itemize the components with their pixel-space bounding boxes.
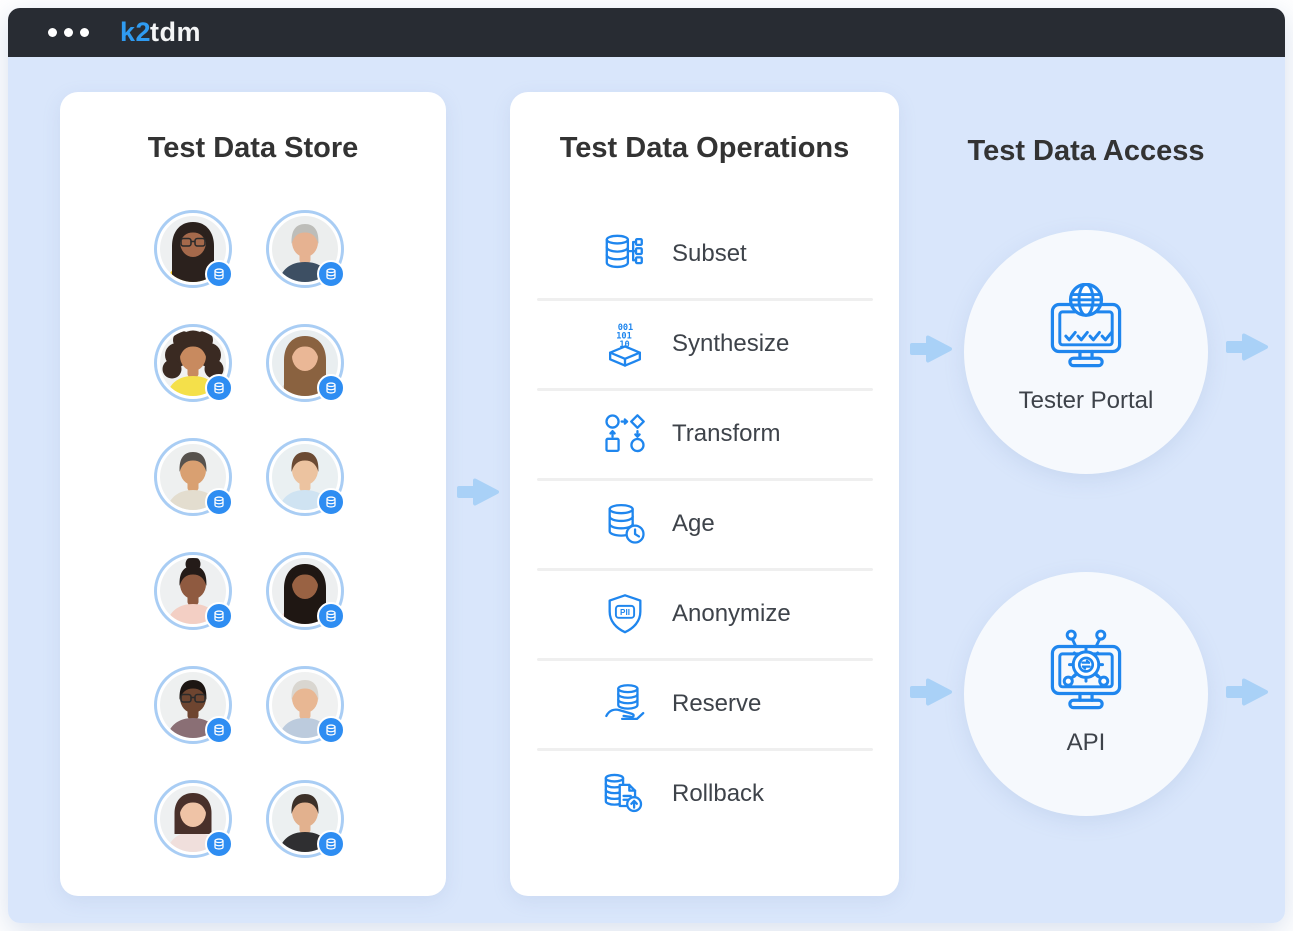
database-badge-icon [317,260,345,288]
dot-icon [48,28,57,37]
database-badge-icon [205,260,233,288]
flow-arrow-api-out [1226,678,1268,706]
person-avatar [154,552,233,630]
age-icon [602,501,648,547]
operation-row-subset: Subset [510,209,899,299]
operation-label: Reserve [672,690,762,717]
operation-label: Synthesize [672,330,790,357]
database-badge-icon [317,374,345,402]
access-title: Test Data Access [967,135,1205,167]
operations-title: Test Data Operations [559,132,850,164]
subset-icon [602,231,648,277]
operation-row-age: Age [510,478,899,569]
browser-window: k2tdm Test Data Store [8,8,1285,923]
operation-label: Anonymize [672,600,791,627]
database-badge-icon [317,716,345,744]
flow-arrow-portal-out [1226,333,1268,361]
operation-row-rollback: Rollback [510,748,899,839]
synthesize-icon [602,321,648,367]
flow-arrow-store-to-operations [457,478,499,506]
person-avatar [266,780,345,858]
api-label: API [1066,729,1106,756]
rollback-icon [602,771,648,817]
operation-row-anonymize: Anonymize [510,568,899,659]
person-avatar [154,210,233,288]
api-monitor-gear-icon [1043,625,1129,711]
test-data-operations-card: Test Data Operations Subset Synthesize T… [510,92,899,896]
person-avatar [266,438,345,516]
person-avatar [266,324,345,402]
transform-icon [602,411,648,457]
person-avatar [154,666,233,744]
brand-logo-blue: k2 [120,17,152,47]
database-badge-icon [205,602,233,630]
person-avatar [154,438,233,516]
tester-portal-label: Tester Portal [1018,387,1154,414]
brand-logo: k2tdm [120,19,201,46]
database-badge-icon [205,488,233,516]
test-data-store-card: Test Data Store [60,92,446,896]
person-avatar [266,552,345,630]
dot-icon [64,28,73,37]
operation-label: Age [672,510,715,537]
window-titlebar: k2tdm [8,8,1285,57]
operation-row-reserve: Reserve [510,658,899,749]
database-badge-icon [317,830,345,858]
database-badge-icon [317,602,345,630]
person-avatar [266,210,345,288]
operation-row-transform: Transform [510,388,899,479]
brand-logo-rest: tdm [150,17,202,47]
avatar-grid [154,210,345,858]
database-badge-icon [205,374,233,402]
person-avatar [154,780,233,858]
operation-label: Subset [672,240,747,267]
store-title: Test Data Store [147,132,359,164]
database-badge-icon [205,830,233,858]
person-avatar [266,666,345,744]
flow-arrow-operations-to-portal [910,335,952,363]
anonymize-icon [602,591,648,637]
person-avatar [154,324,233,402]
database-badge-icon [317,488,345,516]
operations-list: Subset Synthesize Transform Age Anonymiz… [510,209,899,839]
operation-row-synthesize: Synthesize [510,298,899,389]
tester-portal-node: Tester Portal [964,230,1208,474]
operation-label: Transform [672,420,781,447]
api-node: API [964,572,1208,816]
tester-portal-monitor-globe-icon [1043,283,1129,369]
operation-label: Rollback [672,780,765,807]
traffic-dots-icon [48,28,89,37]
diagram-body: Test Data Store [8,57,1285,923]
database-badge-icon [205,716,233,744]
dot-icon [80,28,89,37]
flow-arrow-operations-to-api [910,678,952,706]
reserve-icon [602,681,648,727]
